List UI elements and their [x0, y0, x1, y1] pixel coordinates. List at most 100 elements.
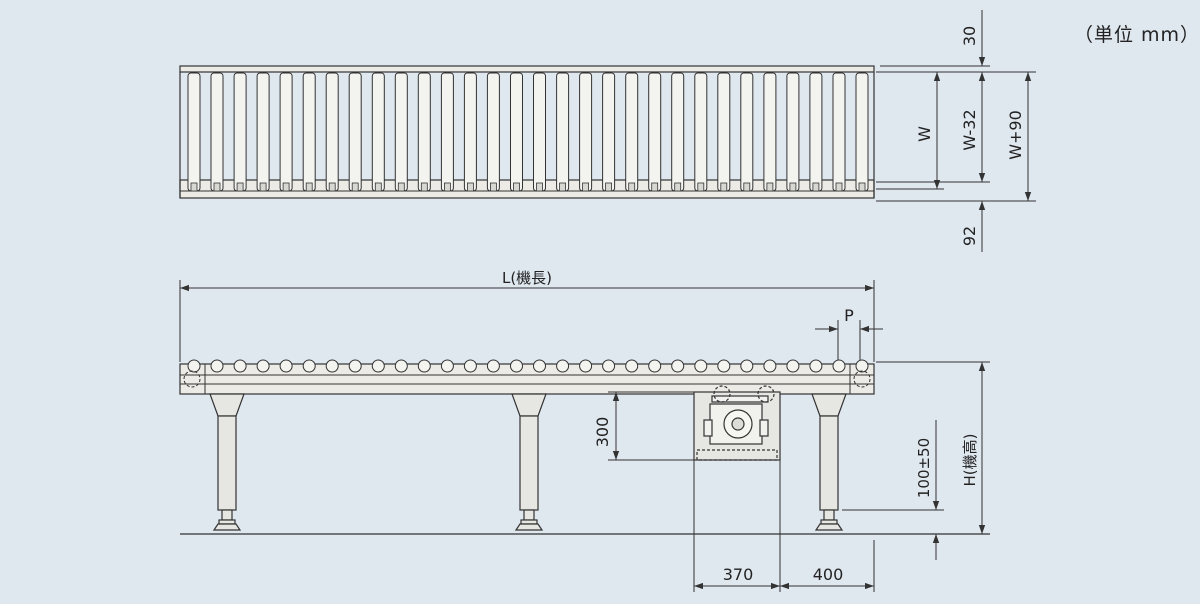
dim-drive-width: 370: [723, 565, 754, 584]
plan-roller: [579, 72, 593, 192]
plan-roller: [602, 72, 616, 192]
plan-roller: [463, 72, 477, 192]
side-roller: [279, 359, 293, 373]
plan-roller-shaft: [582, 182, 589, 192]
plan-roller-shaft: [789, 182, 797, 192]
plan-roller-shaft: [374, 182, 382, 192]
plan-roller-shaft: [351, 182, 359, 192]
left-end-sprocket: [183, 370, 201, 388]
plan-roller-shaft: [259, 182, 267, 192]
side-roller: [579, 359, 593, 373]
plan-roller-shaft: [651, 182, 659, 192]
plan-rollers: [187, 72, 869, 192]
leg-left: [209, 393, 245, 531]
plan-roller: [533, 72, 546, 192]
right-end-sprocket: [853, 370, 871, 388]
plan-roller: [187, 72, 201, 192]
side-dimensions: [179, 280, 990, 592]
dim-w-minus: W-32: [960, 109, 979, 150]
plan-roller-shaft: [720, 182, 728, 192]
side-roller: [533, 359, 546, 373]
side-roller: [187, 359, 201, 373]
plan-roller: [786, 72, 800, 192]
plan-roller: [486, 72, 500, 192]
side-roller: [625, 359, 639, 373]
plan-roller: [440, 72, 454, 192]
plan-roller: [809, 72, 823, 192]
side-roller: [210, 359, 224, 373]
plan-roller-shaft: [743, 182, 751, 192]
dim-length: L(機長): [502, 269, 552, 287]
side-roller: [510, 359, 523, 373]
plan-roller: [625, 72, 639, 192]
plan-roller: [648, 72, 662, 192]
side-roller: [694, 359, 708, 373]
plan-roller-shaft: [305, 182, 313, 192]
plan-roller: [233, 72, 247, 192]
plan-roller: [256, 72, 270, 192]
plan-roller-shaft: [213, 182, 221, 192]
dim-pitch: P: [844, 306, 854, 325]
dim-w-plus: W+90: [1006, 110, 1025, 160]
plan-dimensions: [876, 10, 1036, 252]
side-roller: [302, 359, 316, 373]
plan-roller-shaft: [858, 182, 866, 192]
plan-roller-shaft: [282, 182, 290, 192]
plan-roller: [348, 72, 362, 192]
side-roller: [809, 359, 823, 373]
plan-roller-shaft: [628, 182, 636, 192]
side-roller: [348, 359, 362, 373]
side-roller: [371, 359, 385, 373]
plan-roller-shaft: [697, 182, 705, 192]
dim-bottom-offset: 92: [960, 226, 979, 246]
plan-roller: [325, 72, 339, 192]
side-roller: [417, 359, 431, 373]
plan-roller: [394, 72, 408, 192]
plan-roller-shaft: [466, 182, 474, 192]
plan-roller-shaft: [443, 182, 451, 192]
plan-roller-shaft: [420, 182, 428, 192]
drive-sprocket-left: [713, 385, 731, 403]
plan-roller: [717, 72, 731, 192]
side-roller: [832, 359, 846, 373]
plan-roller-shaft: [513, 182, 520, 192]
side-roller: [717, 359, 731, 373]
plan-roller: [302, 72, 316, 192]
side-roller: [233, 359, 247, 373]
plan-roller-shaft: [812, 182, 820, 192]
plan-roller: [694, 72, 708, 192]
dim-height: H(機高): [961, 434, 979, 487]
side-roller: [786, 359, 800, 373]
dim-adjust: 100±50: [915, 438, 933, 498]
plan-roller: [371, 72, 385, 192]
dim-w: W: [915, 126, 934, 142]
leg-center: [511, 393, 547, 531]
side-roller: [325, 359, 339, 373]
side-roller: [440, 359, 454, 373]
plan-roller-shaft: [489, 182, 497, 192]
plan-roller: [855, 72, 869, 192]
plan-roller: [417, 72, 431, 192]
plan-roller-shaft: [397, 182, 405, 192]
plan-roller-shaft: [766, 182, 774, 192]
drive-sprocket-right: [757, 385, 775, 403]
side-roller: [394, 359, 408, 373]
leg-right: [811, 393, 847, 531]
side-rollers: [187, 359, 869, 373]
side-roller: [602, 359, 616, 373]
plan-roller-shaft: [536, 182, 543, 192]
dim-top-offset: 30: [960, 26, 979, 46]
plan-roller: [832, 72, 846, 192]
plan-roller-shaft: [236, 182, 244, 192]
plan-roller: [671, 72, 685, 192]
plan-roller-shaft: [559, 182, 566, 192]
plan-roller-shaft: [835, 182, 843, 192]
side-roller: [671, 359, 685, 373]
plan-top-rail: [179, 65, 875, 73]
plan-roller: [740, 72, 754, 192]
plan-roller: [279, 72, 293, 192]
plan-view: [179, 65, 875, 199]
side-roller: [763, 359, 777, 373]
side-roller: [463, 359, 477, 373]
